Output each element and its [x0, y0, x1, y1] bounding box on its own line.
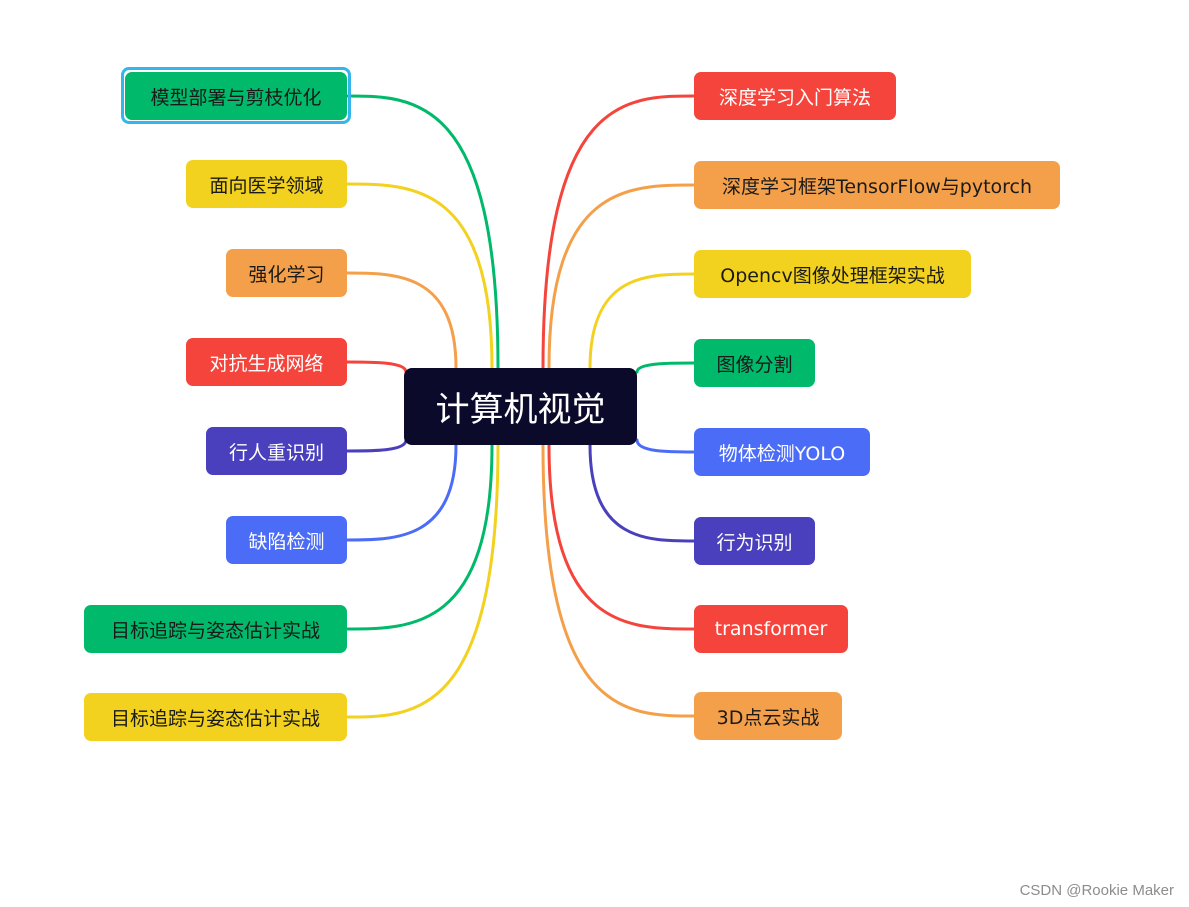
branch-node-right-2[interactable]: Opencv图像处理框架实战	[694, 250, 971, 298]
branch-label: transformer	[714, 618, 828, 640]
connector-left-6	[345, 443, 494, 631]
branch-node-right-5[interactable]: 行为识别	[694, 517, 815, 565]
branch-label: 3D点云实战	[716, 706, 820, 729]
connector-left-7	[345, 443, 500, 719]
branch-label: 面向医学领域	[209, 174, 324, 197]
connector-left-5	[345, 443, 458, 542]
branch-label: 目标追踪与姿态估计实战	[110, 619, 320, 642]
central-topic-label: 计算机视觉	[435, 390, 606, 430]
branch-label: 物体检测YOLO	[718, 442, 846, 465]
central-topic-node[interactable]: 计算机视觉	[404, 368, 637, 445]
branch-node-right-4[interactable]: 物体检测YOLO	[694, 428, 870, 476]
watermark: CSDN @Rookie Maker	[1019, 882, 1174, 899]
branch-node-right-7[interactable]: 3D点云实战	[694, 692, 842, 740]
branch-node-right-6[interactable]: transformer	[694, 605, 848, 653]
branch-label: 行人重识别	[228, 441, 324, 464]
branch-node-left-2[interactable]: 强化学习	[226, 249, 347, 297]
branch-label: 模型部署与剪枝优化	[150, 86, 322, 109]
connector-right-7	[541, 443, 696, 718]
branch-node-left-6[interactable]: 目标追踪与姿态估计实战	[84, 605, 347, 653]
branch-node-left-3[interactable]: 对抗生成网络	[186, 338, 347, 386]
branch-label: 图像分割	[716, 353, 793, 376]
branch-node-left-5[interactable]: 缺陷检测	[226, 516, 347, 564]
connector-left-2	[345, 271, 458, 370]
branch-label: 深度学习框架TensorFlow与pytorch	[721, 175, 1033, 198]
branch-node-right-1[interactable]: 深度学习框架TensorFlow与pytorch	[694, 161, 1060, 209]
branch-label: 行为识别	[716, 531, 793, 554]
selection-outline	[121, 67, 351, 124]
connector-right-4	[635, 438, 696, 454]
branch-label: 强化学习	[248, 263, 325, 286]
connector-right-1	[547, 183, 696, 370]
connector-right-0	[541, 94, 696, 370]
connector-right-6	[547, 443, 696, 631]
connector-left-0	[345, 94, 500, 370]
connector-left-4	[345, 438, 408, 453]
branch-node-right-3[interactable]: 图像分割	[694, 339, 815, 387]
connector-right-2	[588, 272, 696, 370]
branch-node-right-0[interactable]: 深度学习入门算法	[694, 72, 896, 120]
branch-label: Opencv图像处理框架实战	[720, 264, 945, 287]
branch-node-left-0[interactable]: 模型部署与剪枝优化	[125, 72, 347, 120]
branch-node-left-7[interactable]: 目标追踪与姿态估计实战	[84, 693, 347, 741]
connector-right-5	[588, 443, 696, 543]
connector-right-3	[635, 361, 696, 374]
branch-node-left-1[interactable]: 面向医学领域	[186, 160, 347, 208]
branch-label: 深度学习入门算法	[718, 86, 871, 109]
connector-left-3	[345, 360, 408, 374]
branch-label: 对抗生成网络	[209, 352, 324, 375]
connector-left-1	[345, 182, 494, 370]
branch-label: 目标追踪与姿态估计实战	[110, 707, 320, 730]
branch-label: 缺陷检测	[248, 530, 325, 553]
branch-node-left-4[interactable]: 行人重识别	[206, 427, 347, 475]
